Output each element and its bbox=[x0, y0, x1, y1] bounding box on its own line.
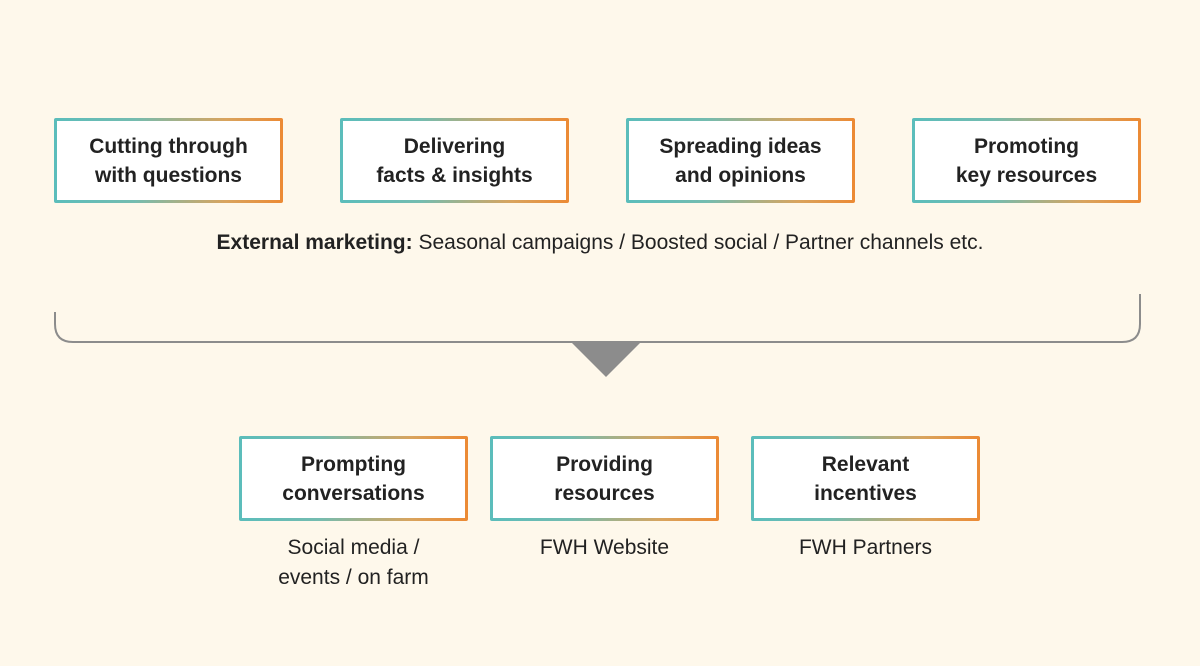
down-arrow-icon bbox=[571, 342, 641, 377]
external-marketing-line: External marketing: Seasonal campaigns /… bbox=[0, 229, 1200, 257]
funnel-bracket bbox=[54, 294, 1141, 377]
box-label-line2: resources bbox=[554, 481, 655, 505]
box-promoting-key-resources: Promoting key resources bbox=[912, 118, 1141, 203]
box-label-line2: facts & insights bbox=[376, 163, 533, 187]
box-label-line1: Prompting bbox=[300, 452, 406, 476]
caption-line1: FWH Partners bbox=[798, 536, 932, 559]
box-delivering-facts-insights: Delivering facts & insights bbox=[340, 118, 569, 203]
box-label-line1: Promoting bbox=[974, 134, 1079, 158]
box-label-line2: with questions bbox=[94, 163, 242, 187]
box-label-line1: Relevant bbox=[821, 452, 910, 476]
box-label-line1: Cutting through bbox=[89, 134, 248, 158]
box-label-line2: and opinions bbox=[675, 163, 806, 187]
box-cutting-through-with-questions: Cutting through with questions bbox=[54, 118, 283, 203]
bracket-line bbox=[54, 294, 1141, 343]
box-label-line2: incentives bbox=[814, 481, 917, 505]
external-marketing-text: Seasonal campaigns / Boosted social / Pa… bbox=[412, 231, 984, 254]
box-providing-resources: Providing resources bbox=[490, 436, 719, 521]
box-label-line1: Spreading ideas bbox=[659, 134, 822, 158]
box-label-line1: Providing bbox=[556, 452, 653, 476]
caption-fwh-website: FWH Website bbox=[490, 533, 719, 563]
box-spreading-ideas-opinions: Spreading ideas and opinions bbox=[626, 118, 855, 203]
box-label-line2: conversations bbox=[282, 481, 425, 505]
box-label-line2: key resources bbox=[955, 163, 1098, 187]
caption-line1: FWH Website bbox=[539, 536, 670, 559]
box-label-line1: Delivering bbox=[403, 134, 506, 158]
box-relevant-incentives: Relevant incentives bbox=[751, 436, 980, 521]
caption-fwh-partners: FWH Partners bbox=[751, 533, 980, 563]
box-prompting-conversations: Prompting conversations bbox=[239, 436, 468, 521]
external-marketing-label: External marketing: bbox=[216, 231, 413, 254]
caption-social-media-events: Social media / events / on farm bbox=[239, 533, 468, 593]
caption-line1: Social media / bbox=[287, 536, 420, 559]
caption-line2: events / on farm bbox=[278, 566, 429, 589]
